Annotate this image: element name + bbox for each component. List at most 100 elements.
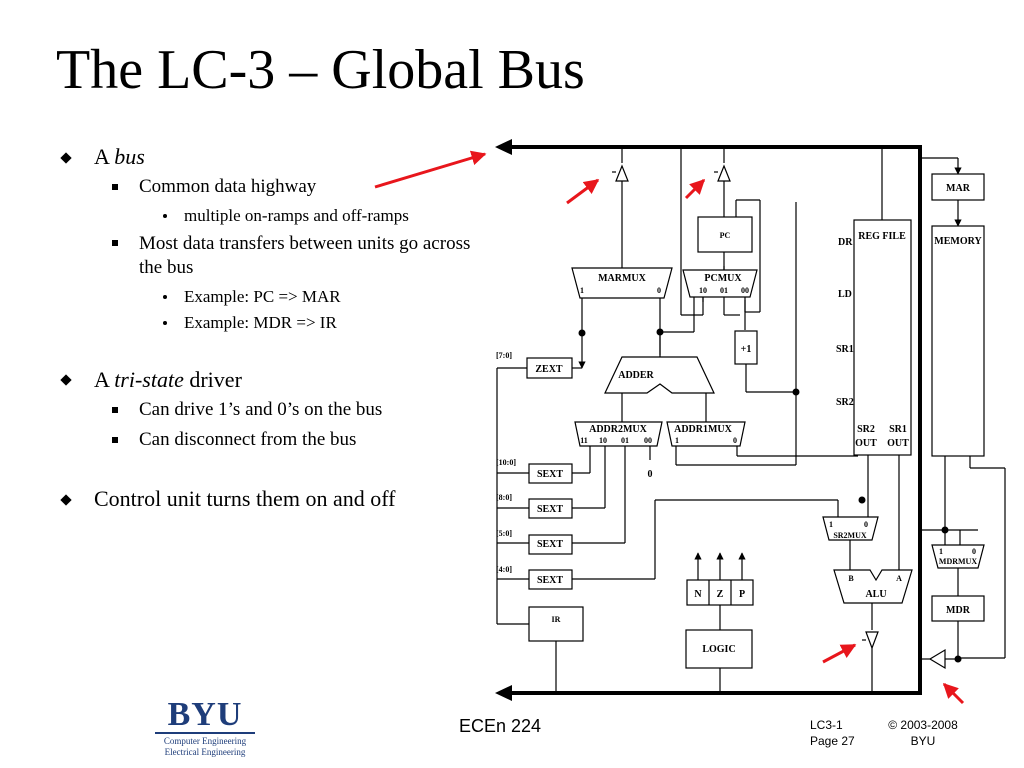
- bullet-tristate-term: tri-state: [114, 367, 184, 392]
- sr2mux-label: SR2MUX: [833, 531, 867, 540]
- byu-logo-line2: Electrical Engineering: [164, 747, 246, 757]
- mdrmux-input-1: 1: [939, 547, 943, 556]
- ir-register: [528, 606, 584, 642]
- reg-port-dr: DR: [838, 237, 853, 248]
- reg-file-label: REG FILE: [858, 231, 906, 242]
- pcmux-input-00: 00: [741, 286, 749, 295]
- mdrmux-label: MDRMUX: [939, 557, 977, 566]
- marmux-tristate-driver: [612, 147, 629, 270]
- marmux-input-1: 1: [580, 286, 584, 295]
- sext-units: [497, 463, 839, 590]
- pcmux: [682, 269, 758, 298]
- mdrmux-input-0: 0: [972, 547, 976, 556]
- byu-logo: BYU Computer Engineering Electrical Engi…: [155, 696, 255, 758]
- sr2mux-input-0: 0: [864, 520, 868, 529]
- alu-input-a: A: [896, 574, 902, 583]
- alu: [833, 569, 913, 604]
- pcmux-input-01: 01: [720, 286, 728, 295]
- pcmux-input-10: 10: [699, 286, 707, 295]
- bullet-onramps: multiple on-ramps and off-ramps: [184, 206, 409, 225]
- bullet-tristate-prefix: A: [94, 367, 115, 392]
- footer-lecture: LC3-1: [810, 718, 843, 732]
- footer-course: ECEn 224: [459, 716, 542, 736]
- zext-range: [7:0]: [496, 351, 512, 360]
- pc-register: [697, 216, 753, 253]
- zext-label: ZEXT: [535, 364, 563, 375]
- bullet-control-unit: Control unit turns them on and off: [94, 486, 396, 511]
- slide-title: The LC-3 – Global Bus: [56, 39, 585, 101]
- bullet-most-transfers: Most data transfers between units go acr…: [139, 233, 471, 278]
- pcmux-label: PCMUX: [704, 273, 742, 284]
- addr2mux-input-11: 11: [580, 436, 588, 445]
- sr1-out-label: SR1: [889, 424, 907, 435]
- footer-page-number: Page 27: [810, 734, 855, 748]
- red-annotation-arrows: [374, 150, 965, 705]
- byu-logo-line1: Computer Engineering: [163, 736, 247, 746]
- bullet-square: [112, 184, 118, 190]
- sext-label: SEXT: [537, 469, 563, 480]
- reg-port-ld: LD: [838, 289, 852, 300]
- byu-logo-word: BYU: [167, 696, 243, 733]
- sr2mux: [822, 516, 879, 541]
- alu-input-b: B: [848, 574, 854, 583]
- bullet-dot: [163, 295, 167, 299]
- wire-junctions: [578, 328, 962, 663]
- mdrmux: [931, 544, 985, 569]
- sr2-out-text: OUT: [855, 438, 877, 449]
- bullet-common-highway: Common data highway: [139, 176, 317, 197]
- nzp-p: P: [739, 589, 745, 600]
- addr2mux-zero: 0: [648, 469, 653, 480]
- addr1mux-input-0: 0: [733, 436, 737, 445]
- bullet-dot: [163, 214, 167, 218]
- addr1mux-label: ADDR1MUX: [674, 424, 733, 435]
- alu-tristate-driver: [862, 631, 879, 693]
- nzp-n: N: [694, 589, 702, 600]
- footer-page-info: LC3-1 Page 27: [810, 717, 855, 749]
- sext-label: SEXT: [537, 575, 563, 586]
- marmux-input-0: 0: [657, 286, 661, 295]
- alu-label: ALU: [865, 589, 886, 600]
- marmux: [571, 267, 673, 299]
- bullet-square: [112, 240, 118, 246]
- sext-range: [5:0]: [496, 529, 512, 538]
- sr2-out-label: SR2: [857, 424, 875, 435]
- bullet-bus: A bus: [94, 144, 145, 170]
- marmux-label: MARMUX: [598, 273, 647, 284]
- logic-label: LOGIC: [702, 644, 735, 655]
- footer-copyright-years: © 2003-2008: [888, 718, 958, 732]
- register-file: [853, 219, 912, 456]
- addr1mux-input-1: 1: [675, 436, 679, 445]
- nzp-z: Z: [717, 589, 724, 600]
- footer-copyright-org: BYU: [910, 734, 936, 748]
- addr2mux: [574, 421, 663, 447]
- diagram-labels: PC PCMUX 10 01 00 MARMUX 1 0 +1 ZEXT [7:…: [496, 183, 982, 655]
- mar-label: MAR: [946, 183, 971, 194]
- bullet-tristate: A tri-state driver: [94, 367, 242, 393]
- pc-tristate-driver: [714, 147, 731, 217]
- mdr-tristate-driver: [920, 648, 958, 670]
- global-bus: [495, 139, 922, 701]
- ir-label: IR: [552, 615, 561, 624]
- bullet-bus-term: bus: [114, 144, 145, 169]
- sext-range: [10:0]: [496, 458, 516, 467]
- adder: [604, 356, 715, 394]
- pc-label: PC: [720, 231, 731, 240]
- logic-unit: [685, 629, 753, 669]
- addr2mux-label: ADDR2MUX: [589, 424, 648, 435]
- plus-one-label: +1: [741, 344, 752, 355]
- bullet-square: [112, 407, 118, 413]
- sr2mux-input-1: 1: [829, 520, 833, 529]
- addr2mux-input-00: 00: [644, 436, 652, 445]
- addr2mux-input-10: 10: [599, 436, 607, 445]
- byu-logo-rule: [155, 732, 255, 734]
- sr1-out-text: OUT: [887, 438, 909, 449]
- reg-port-sr1: SR1: [836, 344, 854, 355]
- memory-label: MEMORY: [934, 236, 982, 247]
- bullet-drive-bus: Can drive 1’s and 0’s on the bus: [139, 399, 383, 420]
- bullet-bus-prefix: A: [94, 144, 115, 169]
- bullet-disconnect: Can disconnect from the bus: [139, 429, 357, 450]
- bullet-example-mdr-ir: Example: MDR => IR: [184, 313, 337, 332]
- memory-unit: [931, 225, 985, 457]
- sext-range: [4:0]: [496, 565, 512, 574]
